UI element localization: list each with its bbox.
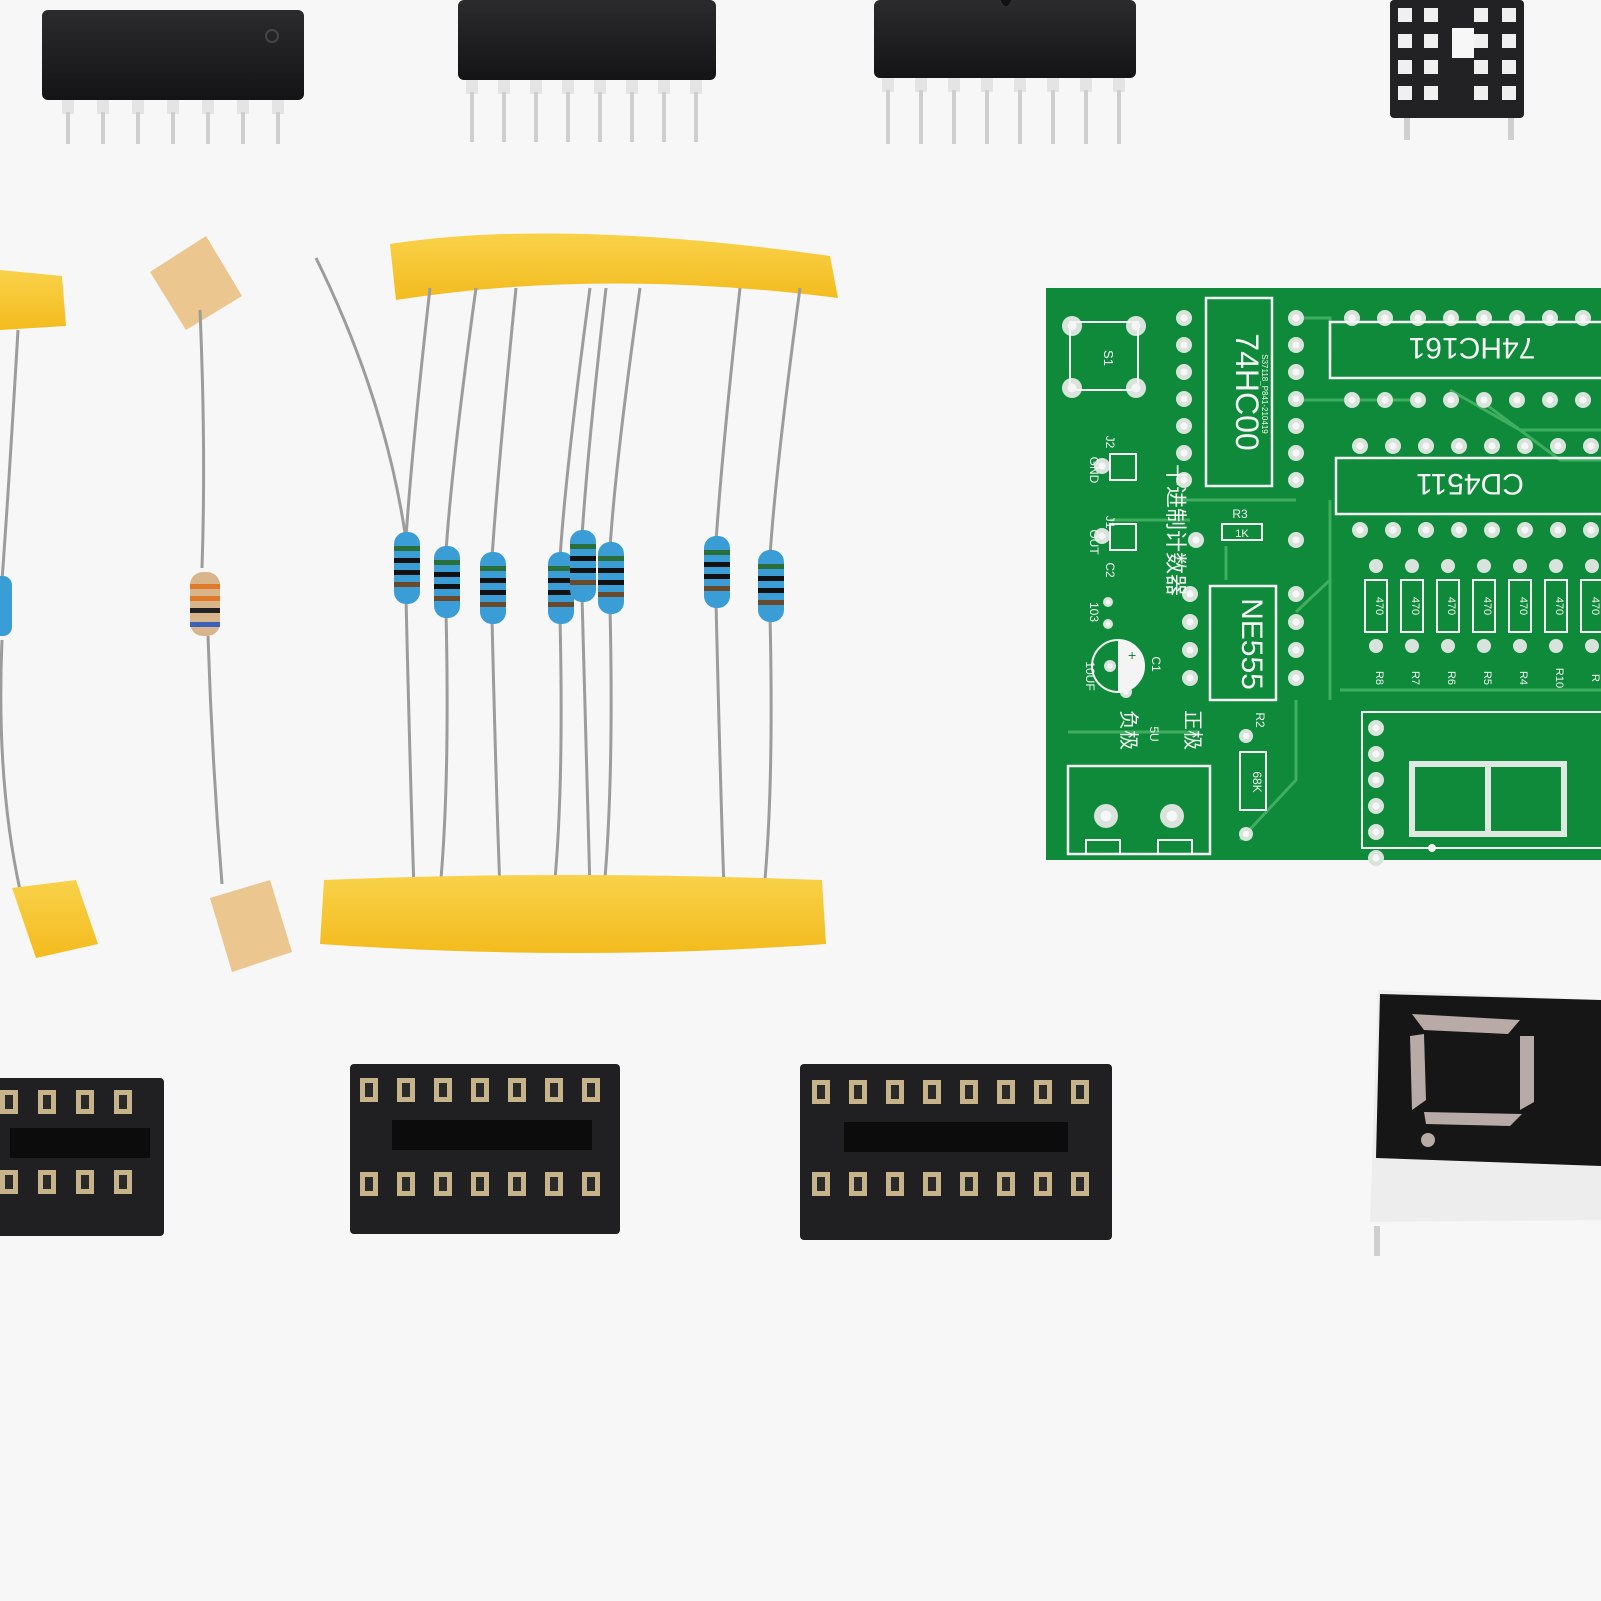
pcb-label-c1: C1 <box>1149 656 1163 672</box>
pcb-chip-74hc00-code: S37118_P841-210419 <box>1260 354 1269 434</box>
ic-socket-bottom-2 <box>350 1064 620 1234</box>
pcb-label-103: 103 <box>1087 602 1101 622</box>
pcb-label-10uf: 10UF <box>1083 661 1097 690</box>
pcb-label-s1: S1 <box>1101 350 1116 366</box>
resistor-single-beige <box>150 236 292 972</box>
ic-pins <box>62 96 284 144</box>
pcb-resistor-value: 470 <box>1589 597 1601 615</box>
pcb-label-positive: 正极 <box>1181 710 1204 750</box>
ic-chip-top-1 <box>42 10 304 144</box>
pcb-resistor-name: R8 <box>1373 671 1385 685</box>
pcb-resistor-name: R4 <box>1517 671 1529 685</box>
pcb-label-r3: R3 <box>1232 507 1248 521</box>
pcb-chip-74hc161: 74HC161 <box>1409 331 1536 364</box>
pcb-label-plus: + <box>1128 647 1136 663</box>
pcb-resistor-name: R10 <box>1553 668 1565 688</box>
ic-pins <box>466 76 702 142</box>
pcb-board: S1 74HC00 S37118_P841-210419 74HC161 CD4… <box>1046 288 1601 866</box>
pcb-label-68k: 68K <box>1250 771 1264 792</box>
pcb-resistor-name: R6 <box>1445 671 1457 685</box>
ic-socket-bottom-3 <box>800 1064 1112 1240</box>
ic-chip-top-2 <box>458 0 716 142</box>
pcb-resistor-name: R5 <box>1481 671 1493 685</box>
pcb-resistor-value: 470 <box>1445 597 1457 615</box>
pcb-title-cn: 十进制计数器 <box>1163 464 1188 596</box>
ic-pins <box>882 74 1125 144</box>
pcb-label-5v: 5U <box>1147 726 1161 741</box>
ic-chip-top-3 <box>874 0 1136 144</box>
resistor-group-main <box>314 233 838 953</box>
pcb-resistor-value: 470 <box>1481 597 1493 615</box>
seven-segment-display <box>1370 990 1601 1256</box>
pcb-label-c2: C2 <box>1103 562 1117 578</box>
pcb-resistor-value: 470 <box>1409 597 1421 615</box>
ic-socket-top-right <box>1390 0 1524 140</box>
pcb-label-out: OUT <box>1087 529 1101 555</box>
pcb-resistor-value: 470 <box>1553 597 1565 615</box>
pcb-resistor-name: R7 <box>1409 671 1421 685</box>
pcb-label-gnd: GND <box>1087 457 1101 484</box>
pcb-chip-cd4511: CD4511 <box>1416 467 1524 500</box>
pcb-resistor-name: R <box>1589 674 1601 682</box>
pcb-label-j1: J1 <box>1103 516 1117 529</box>
pcb-label-j2: J2 <box>1103 436 1117 449</box>
pcb-resistor-value: 470 <box>1373 597 1385 615</box>
pcb-resistor-value: 470 <box>1517 597 1529 615</box>
pcb-chip-74hc00: 74HC00 <box>1229 333 1265 450</box>
pcb-label-1k: 1K <box>1235 528 1249 540</box>
pcb-label-negative: 负极 <box>1117 710 1140 750</box>
pcb-label-r2: R2 <box>1253 712 1267 728</box>
resistor-group-left <box>0 270 98 958</box>
ic-socket-bottom-1 <box>0 1078 164 1236</box>
pcb-chip-ne555: NE555 <box>1235 598 1268 690</box>
